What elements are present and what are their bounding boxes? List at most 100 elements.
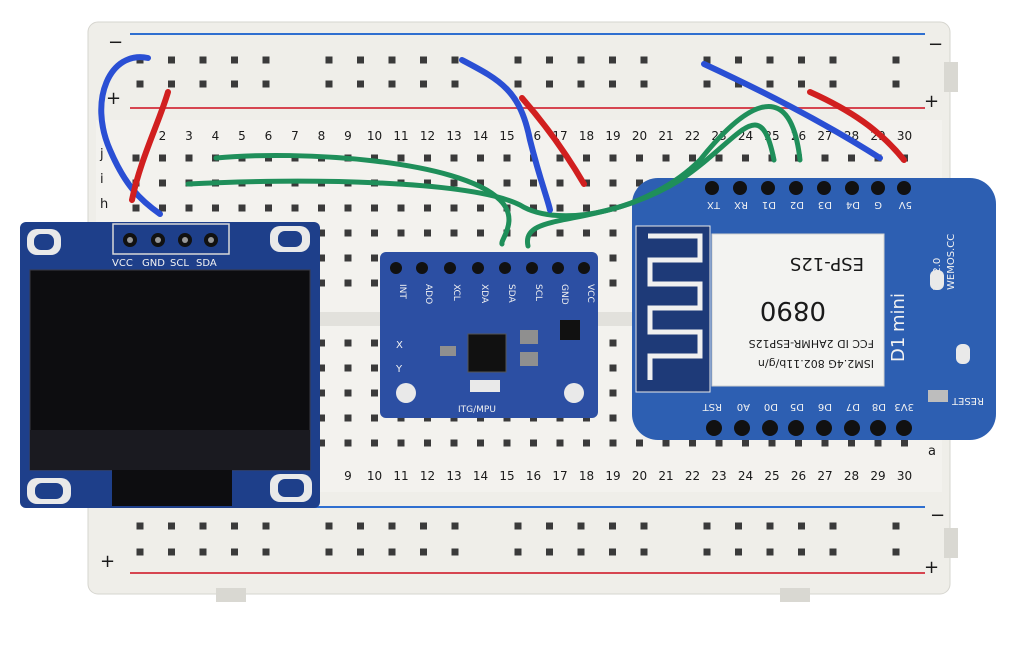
breadboard-hole bbox=[136, 522, 144, 530]
breadboard-hole bbox=[798, 80, 805, 88]
wemos-pin-5v: 5V bbox=[899, 199, 912, 210]
breadboard-hole bbox=[829, 522, 837, 530]
column-number: 3 bbox=[185, 129, 193, 143]
breadboard-hole bbox=[703, 548, 711, 556]
column-number: 15 bbox=[499, 129, 514, 143]
breadboard-hole bbox=[344, 339, 352, 347]
breadboard-hole bbox=[546, 522, 553, 530]
wemos-url: WEMOS.CC bbox=[946, 234, 957, 290]
column-number: 15 bbox=[499, 469, 514, 483]
breadboard-hole bbox=[420, 548, 427, 556]
breadboard-hole bbox=[609, 80, 616, 88]
breadboard-hole bbox=[424, 229, 431, 237]
wemos-pin-g: G bbox=[874, 199, 882, 210]
breadboard-hole bbox=[514, 80, 522, 88]
column-number: 19 bbox=[605, 129, 620, 143]
wemos-pin-3v3: 3V3 bbox=[894, 401, 914, 412]
column-number: 22 bbox=[685, 469, 700, 483]
breadboard-hole bbox=[318, 364, 325, 372]
breadboard-hole bbox=[344, 229, 352, 237]
column-number: 20 bbox=[632, 129, 647, 143]
breadboard-hole bbox=[450, 204, 458, 212]
row-letter-h: h bbox=[100, 197, 108, 212]
imu-pin-sda: SDA bbox=[506, 284, 516, 303]
breadboard-hole bbox=[357, 56, 364, 64]
breadboard-hole bbox=[829, 80, 837, 88]
breadboard-hole bbox=[344, 364, 352, 372]
imu-pin-xda: XDA bbox=[479, 284, 489, 304]
breadboard-hole bbox=[829, 548, 837, 556]
column-number: 12 bbox=[420, 469, 435, 483]
breadboard-hole bbox=[768, 439, 776, 447]
rail-plus-label-bl: + bbox=[100, 551, 115, 572]
breadboard-hole bbox=[325, 522, 333, 530]
column-number: 21 bbox=[658, 129, 673, 143]
breadboard-hole bbox=[556, 154, 564, 162]
breadboard-hole bbox=[451, 548, 459, 556]
breadboard-hole bbox=[262, 56, 270, 64]
column-number: 5 bbox=[238, 129, 246, 143]
breadboard-hole bbox=[318, 414, 325, 422]
breadboard-hole bbox=[212, 204, 219, 212]
column-number: 27 bbox=[817, 129, 832, 143]
jumper-wires bbox=[98, 54, 907, 249]
wire-blue-wemos bbox=[701, 61, 883, 161]
breadboard-hole bbox=[424, 439, 431, 447]
column-number: 30 bbox=[897, 469, 912, 483]
breadboard-hole bbox=[530, 439, 537, 447]
breadboard-hole bbox=[503, 439, 511, 447]
breadboard-hole bbox=[640, 56, 648, 64]
breadboard-hole bbox=[318, 254, 325, 262]
oled-pin-sda: SDA bbox=[196, 258, 217, 269]
oled-pin-vcc: VCC bbox=[112, 258, 133, 269]
breadboard-hole bbox=[742, 154, 749, 162]
rail-minus-label-tr: − bbox=[928, 34, 943, 55]
wire-red-oled bbox=[129, 89, 171, 203]
breadboard-hole bbox=[325, 80, 333, 88]
breadboard-hole bbox=[357, 80, 364, 88]
breadboard-hole bbox=[742, 439, 749, 447]
breadboard-hole bbox=[609, 179, 617, 187]
wire-red-wemos bbox=[807, 89, 907, 163]
breadboard-hole bbox=[397, 154, 405, 162]
breadboard-hole bbox=[556, 229, 564, 237]
breadboard-hole bbox=[420, 522, 427, 530]
oled-pin-gnd: GND bbox=[142, 258, 165, 269]
wemos-pin-d5: D5 bbox=[790, 401, 804, 412]
column-number: 29 bbox=[870, 469, 885, 483]
breadboard-hole bbox=[583, 439, 590, 447]
wemos-pin-d6: D6 bbox=[818, 401, 832, 412]
breadboard-hole bbox=[325, 56, 333, 64]
breadboard-hole bbox=[159, 154, 166, 162]
breadboard-hole bbox=[556, 179, 564, 187]
breadboard-hole bbox=[577, 548, 585, 556]
breadboard-hole bbox=[715, 439, 723, 447]
rail-minus-label-br: − bbox=[930, 505, 945, 526]
column-number: 21 bbox=[658, 469, 673, 483]
wemos-pin-d0: D0 bbox=[764, 401, 778, 412]
wire-blue-imu bbox=[459, 57, 553, 213]
breadboard-hole bbox=[609, 414, 617, 422]
breadboard-hole bbox=[231, 522, 238, 530]
breadboard-hole bbox=[821, 439, 829, 447]
column-number: 17 bbox=[552, 469, 567, 483]
wemos-pin-rst: RST bbox=[702, 401, 722, 412]
breadboard-hole bbox=[640, 522, 648, 530]
column-number: 14 bbox=[473, 469, 488, 483]
column-number: 23 bbox=[711, 469, 726, 483]
column-number: 8 bbox=[318, 129, 326, 143]
breadboard-hole bbox=[609, 364, 617, 372]
breadboard-hole bbox=[357, 522, 364, 530]
wemos-pin-a0: A0 bbox=[737, 401, 750, 412]
breadboard-hole bbox=[477, 204, 484, 212]
breadboard-hole bbox=[199, 548, 207, 556]
breadboard-hole bbox=[514, 56, 522, 64]
breadboard-hole bbox=[397, 229, 405, 237]
breadboard-hole bbox=[609, 154, 617, 162]
rail-plus-label-tl: + bbox=[106, 88, 121, 109]
esp-module-line-1: ISM2.4G 802.11b/g/n bbox=[758, 357, 874, 370]
breadboard-hole bbox=[892, 522, 900, 530]
breadboard-hole bbox=[371, 279, 378, 287]
column-number: 10 bbox=[367, 129, 382, 143]
breadboard-hole bbox=[546, 80, 553, 88]
